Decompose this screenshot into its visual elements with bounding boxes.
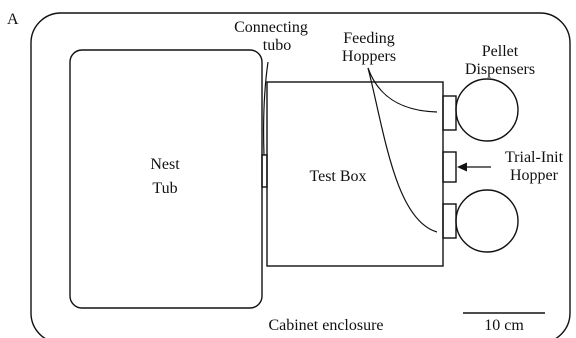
panel-label: A [7, 11, 19, 28]
cabinet-enclosure-label: Cabinet enclosure [268, 317, 383, 334]
feeding-hopper-top [442, 95, 457, 131]
pellet-dispensers-label-2: Dispensers [465, 61, 535, 78]
feeding-hopper-leader-bottom [367, 67, 438, 233]
connecting-tube-label-1: Connecting [234, 19, 308, 36]
trial-init-label-2: Hopper [510, 167, 559, 184]
cabinet-enclosure [30, 12, 571, 338]
nest-tub [69, 49, 263, 309]
scale-bar-label: 10 cm [484, 317, 524, 334]
trial-init-label-1: Trial-Init [505, 149, 564, 166]
connecting-tube-label-2: tubo [263, 37, 291, 54]
nest-tub-label-2: Tub [152, 180, 177, 197]
trial-init-arrowhead [457, 162, 467, 172]
pellet-dispensers-label-1: Pellet [482, 43, 519, 60]
feeding-hoppers-label-2: Hoppers [342, 48, 396, 65]
feeding-hopper-leader-top [367, 67, 438, 113]
nest-tub-label-1: Nest [150, 156, 180, 173]
feeding-hopper-bottom [442, 203, 457, 239]
feeding-hoppers-label-1: Feeding [343, 30, 395, 47]
connecting-tube [261, 154, 268, 188]
test-box-label: Test Box [309, 168, 366, 185]
pellet-dispenser-bottom [455, 189, 519, 253]
trial-init-hopper [442, 151, 457, 183]
pellet-dispenser-top [455, 78, 519, 142]
connecting-tube-leader [263, 61, 269, 156]
